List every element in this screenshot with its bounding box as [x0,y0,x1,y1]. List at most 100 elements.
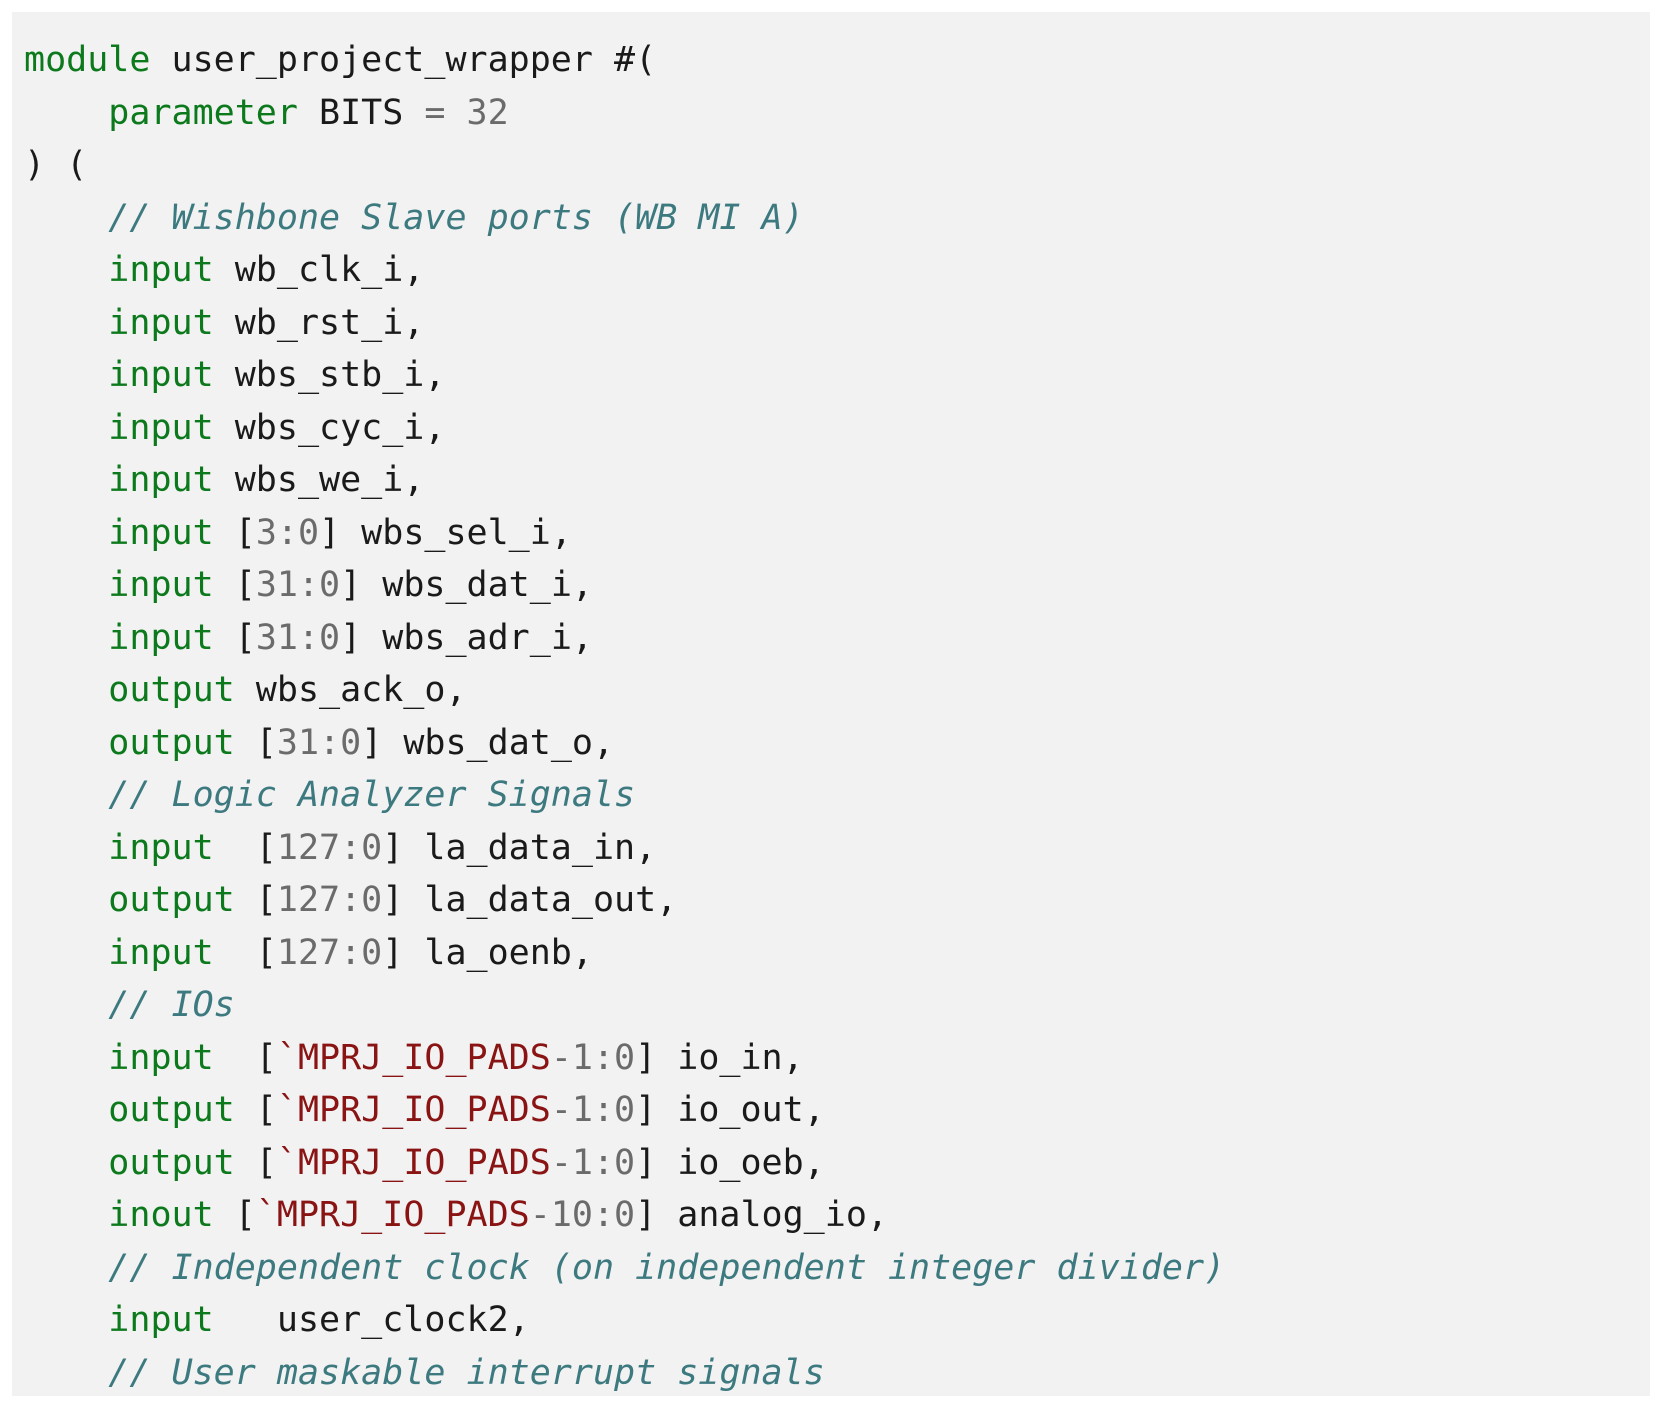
code-line: module user_project_wrapper #( [24,34,1650,87]
code-token-number: -1:0 [550,1090,636,1130]
code-token-plain: ] io_out, [635,1090,825,1130]
code-token-number: 127:0 [276,827,383,868]
code-token-plain [24,618,108,658]
code-token-plain: BITS [297,92,425,133]
code-token-plain [24,250,108,290]
code-token-plain [24,513,108,553]
code-token-plain [445,93,466,133]
code-token-comment: // User maskable interrupt signals [108,1352,825,1393]
code-token-plain: ] wbs_sel_i, [319,512,572,553]
code-token-keyword: parameter [108,92,298,133]
code-token-keyword: output [108,1142,235,1183]
code-token-plain [24,828,108,868]
code-token-number: 31:0 [276,722,362,763]
code-token-keyword: input [108,827,214,868]
code-block: module user_project_wrapper #( parameter… [12,12,1650,1396]
code-token-plain: [ [213,565,256,605]
code-token-plain: ] wbs_adr_i, [340,617,593,658]
code-token-keyword: input [108,932,214,973]
code-token-plain: [ [234,722,277,763]
code-line: input wb_clk_i, [24,244,1650,297]
code-token-plain: [ [213,1037,277,1078]
code-token-number: 3:0 [255,512,320,553]
code-line: ) ( [24,139,1650,192]
code-token-plain: ] io_oeb, [635,1142,825,1183]
code-token-plain: ] wbs_dat_o, [361,722,615,763]
code-line: input wb_rst_i, [24,297,1650,350]
code-token-plain: wbs_stb_i, [213,355,446,395]
code-line: input wbs_cyc_i, [24,402,1650,455]
code-line: inout [`MPRJ_IO_PADS-10:0] analog_io, [24,1189,1650,1242]
code-token-plain [24,355,108,395]
code-token-keyword: input [108,250,214,290]
code-token-plain [24,460,108,500]
code-token-plain [24,408,108,448]
code-line: output [`MPRJ_IO_PADS-1:0] io_out, [24,1084,1650,1137]
code-token-plain: ] wbs_dat_i, [340,565,593,605]
code-token-op: = [424,92,446,133]
code-token-keyword: module [24,40,151,80]
code-token-plain: ] io_in, [635,1037,804,1078]
code-line: input [`MPRJ_IO_PADS-1:0] io_in, [24,1032,1650,1085]
code-token-comment: // Wishbone Slave ports (WB MI A) [108,197,804,238]
code-token-keyword: input [108,1037,214,1078]
code-token-plain: ) ( [24,145,88,185]
code-line: // Logic Analyzer Signals [24,769,1650,822]
code-line: // IOs [24,979,1650,1032]
code-token-plain: ] la_oenb, [382,932,593,973]
code-token-plain: [ [234,880,277,920]
code-line: input [31:0] wbs_dat_i, [24,559,1650,612]
code-token-number: -10:0 [529,1195,636,1235]
code-token-keyword: input [108,302,214,343]
code-token-plain [24,1353,108,1393]
code-token-macro: `MPRJ_IO_PADS [276,1142,551,1183]
code-token-plain: ] la_data_in, [382,827,657,868]
code-token-plain: [ [213,617,256,658]
code-token-plain [24,1195,108,1235]
code-token-plain [24,775,108,815]
code-token-plain: user_project_wrapper #( [150,40,657,80]
code-token-number: 127:0 [276,880,383,920]
code-token-plain: [ [213,512,256,553]
code-token-plain [24,723,108,763]
code-token-keyword: input [108,617,214,658]
code-line: output [127:0] la_data_out, [24,874,1650,927]
code-token-plain: [ [234,1142,277,1183]
code-token-keyword: output [108,670,235,710]
code-token-number: 31:0 [255,617,341,658]
code-token-plain [24,1090,108,1130]
code-token-plain: [ [213,1195,256,1235]
code-token-comment: // Independent clock (on independent int… [108,1247,1226,1288]
code-token-plain [24,565,108,605]
code-line: input [127:0] la_data_in, [24,822,1650,875]
code-line: // User maskable interrupt signals [24,1347,1650,1400]
code-token-plain [24,933,108,973]
code-token-number: 32 [466,92,509,133]
code-token-plain [24,303,108,343]
code-token-plain [24,198,108,238]
code-line: input [3:0] wbs_sel_i, [24,507,1650,560]
code-line: input [127:0] la_oenb, [24,927,1650,980]
code-token-plain: user_clock2, [213,1300,530,1340]
code-token-keyword: inout [108,1195,214,1235]
code-token-keyword: output [108,722,235,763]
code-line: parameter BITS = 32 [24,87,1650,140]
code-line: input wbs_we_i, [24,454,1650,507]
code-token-plain: wb_rst_i, [213,302,425,343]
code-token-plain [24,985,108,1025]
code-token-macro: `MPRJ_IO_PADS [276,1090,551,1130]
code-line: input user_clock2, [24,1294,1650,1347]
code-line: // Wishbone Slave ports (WB MI A) [24,192,1650,245]
code-token-plain [24,1143,108,1183]
code-token-plain: wbs_we_i, [213,460,425,500]
code-token-plain: [ [213,932,277,973]
code-token-plain: wbs_ack_o, [234,670,467,710]
code-token-keyword: input [108,565,214,605]
code-token-plain: [ [234,1090,277,1130]
code-token-comment: // Logic Analyzer Signals [108,775,636,815]
code-token-plain [24,1248,108,1288]
code-token-keyword: input [108,460,214,500]
code-line: // Independent clock (on independent int… [24,1242,1650,1295]
code-line: output [`MPRJ_IO_PADS-1:0] io_oeb, [24,1137,1650,1190]
code-token-plain [24,1300,108,1340]
